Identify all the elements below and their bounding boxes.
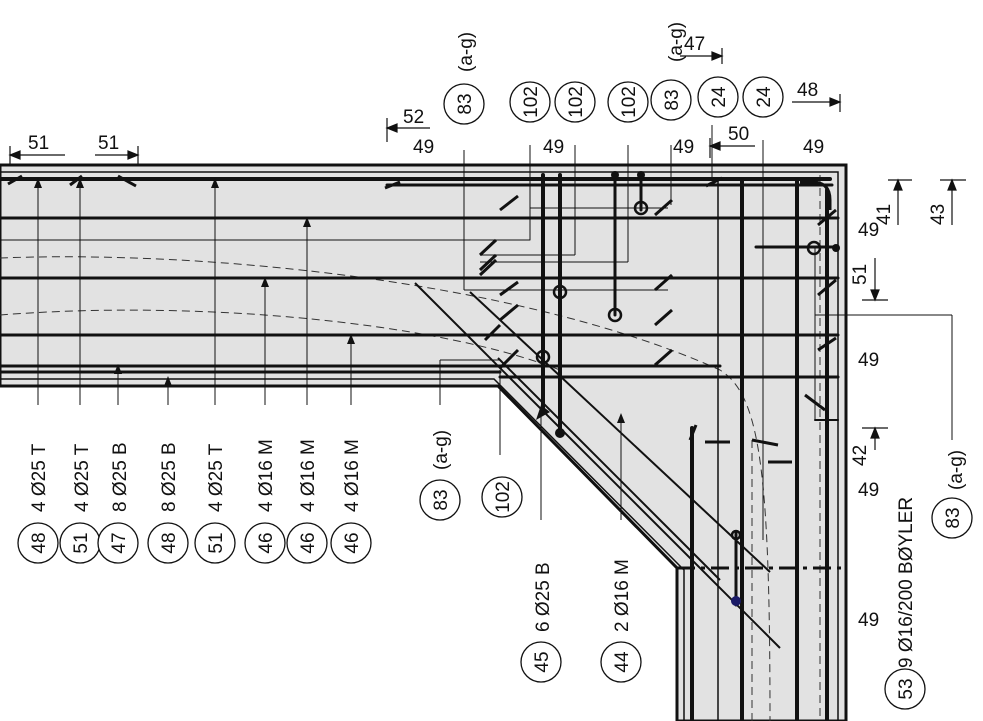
- svg-text:102: 102: [521, 86, 542, 118]
- svg-text:46: 46: [298, 532, 319, 553]
- range-label-top-1: (a-g): [456, 32, 477, 72]
- corner-bar-label-1: 6 Ø25 B: [533, 562, 554, 632]
- dim-49-b: 49: [543, 137, 564, 158]
- mark-circle: 45: [520, 641, 562, 683]
- dim-41: 41: [874, 204, 895, 225]
- bar-label-5: 4 Ø25 T: [206, 443, 227, 512]
- svg-text:48: 48: [159, 532, 180, 553]
- svg-text:83: 83: [431, 489, 452, 510]
- dim-49-g: 49: [858, 480, 879, 501]
- mark-circle: 102: [481, 476, 523, 518]
- svg-text:24: 24: [754, 86, 775, 108]
- mark-circle: 83: [650, 79, 692, 121]
- range-label-right: (a-g): [946, 450, 967, 490]
- diagonal-bars: [414, 282, 781, 649]
- mark-circle: 102: [554, 81, 596, 123]
- concrete-outline: [0, 163, 848, 721]
- svg-text:46: 46: [342, 532, 363, 553]
- dim-49-e: 49: [858, 220, 879, 241]
- leader-arrows: [34, 178, 625, 423]
- svg-text:45: 45: [532, 651, 553, 672]
- svg-text:53: 53: [896, 678, 917, 699]
- dim-47: 47: [684, 34, 705, 55]
- left-bar-marks: 48 51 47 48 51 46 46 46: [17, 522, 372, 564]
- top-dimensions: 51 51 52 49 49 49 47 50 49 48: [28, 34, 824, 158]
- dim-42: 42: [850, 445, 871, 466]
- svg-text:51: 51: [71, 532, 92, 553]
- dim-49-d: 49: [803, 137, 824, 158]
- svg-text:46: 46: [256, 532, 277, 553]
- mark-circle: 83: [931, 497, 973, 539]
- dim-51-b: 51: [98, 133, 119, 154]
- dim-51-c: 51: [850, 264, 871, 285]
- corner-bar-label-2: 2 Ø16 M: [612, 559, 633, 632]
- dim-49-f: 49: [858, 350, 879, 371]
- cover-lines: [0, 171, 839, 721]
- mark-circle: 46: [330, 522, 372, 564]
- mark-circle: 102: [509, 81, 551, 123]
- horizontal-bars: [0, 177, 840, 421]
- dim-48: 48: [797, 80, 818, 101]
- dim-52: 52: [403, 107, 424, 128]
- svg-text:83: 83: [662, 89, 683, 110]
- right-dimensions: 41 43 49 51 49 42 49 49: [850, 204, 949, 631]
- mark-circle: 53: [884, 668, 926, 710]
- mark-circle: 46: [286, 522, 328, 564]
- mark-circle: 24: [742, 76, 784, 118]
- right-marks: (a-g) 83: [931, 450, 973, 539]
- svg-text:83: 83: [943, 507, 964, 528]
- dim-49-a: 49: [413, 137, 434, 158]
- bar-dots: [555, 171, 840, 606]
- mark-circle: 51: [59, 522, 101, 564]
- dim-51-a: 51: [28, 133, 49, 154]
- bar-label-7: 4 Ø16 M: [298, 439, 319, 512]
- bar-label-3: 8 Ø25 B: [110, 442, 131, 512]
- svg-text:47: 47: [109, 532, 130, 553]
- svg-text:24: 24: [709, 86, 730, 108]
- mark-circle: 46: [244, 522, 286, 564]
- stirrup-corner: [800, 180, 832, 210]
- bar-label-8: 4 Ø16 M: [342, 439, 363, 512]
- mark-circle: 44: [600, 641, 642, 683]
- dim-49-h: 49: [858, 610, 879, 631]
- bar-label-1: 4 Ø25 T: [29, 443, 50, 512]
- dimension-lines: [8, 48, 966, 450]
- left-bar-labels: 4 Ø25 T 4 Ø25 T 8 Ø25 B 8 Ø25 B 4 Ø25 T …: [29, 439, 363, 512]
- mark-circle: 83: [443, 83, 485, 125]
- svg-text:102: 102: [566, 86, 587, 118]
- dim-49-c: 49: [673, 137, 694, 158]
- mark-circle: 24: [697, 76, 739, 118]
- range-label-middle: (a-g): [431, 430, 452, 470]
- stirrup-label: 9 Ø16/200 BØYLER: [896, 497, 917, 668]
- dim-43: 43: [928, 204, 949, 225]
- stirrup-labels: 9 Ø16/200 BØYLER 53: [884, 497, 926, 710]
- mark-circle: 83: [419, 479, 461, 521]
- middle-marks: (a-g) 83 102: [419, 430, 523, 521]
- bar-label-6: 4 Ø16 M: [256, 439, 277, 512]
- svg-text:48: 48: [29, 532, 50, 553]
- svg-text:51: 51: [206, 532, 227, 553]
- bar-label-4: 8 Ø25 B: [159, 442, 180, 512]
- range-label-top-2: (a-g): [666, 22, 687, 62]
- vertical-bars: [541, 173, 829, 721]
- mark-circle: 48: [147, 522, 189, 564]
- mark-circle: 51: [194, 522, 236, 564]
- mark-circle: 48: [17, 522, 59, 564]
- svg-text:102: 102: [619, 86, 640, 118]
- corner-bar-labels: 6 Ø25 B 2 Ø16 M 45 44: [520, 559, 642, 683]
- bar-ticks: [7, 174, 837, 464]
- bar-label-2: 4 Ø25 T: [72, 443, 93, 512]
- mark-circle: 47: [97, 522, 139, 564]
- top-marks: (a-g) (a-g) 83 102 102 102 83 24 24: [443, 22, 784, 125]
- svg-text:44: 44: [612, 651, 633, 673]
- dim-50: 50: [728, 124, 749, 145]
- svg-text:102: 102: [493, 481, 514, 513]
- dashed-guides: [0, 175, 821, 721]
- mark-circle: 102: [607, 81, 649, 123]
- svg-text:83: 83: [455, 93, 476, 114]
- bar-sections: [535, 200, 822, 541]
